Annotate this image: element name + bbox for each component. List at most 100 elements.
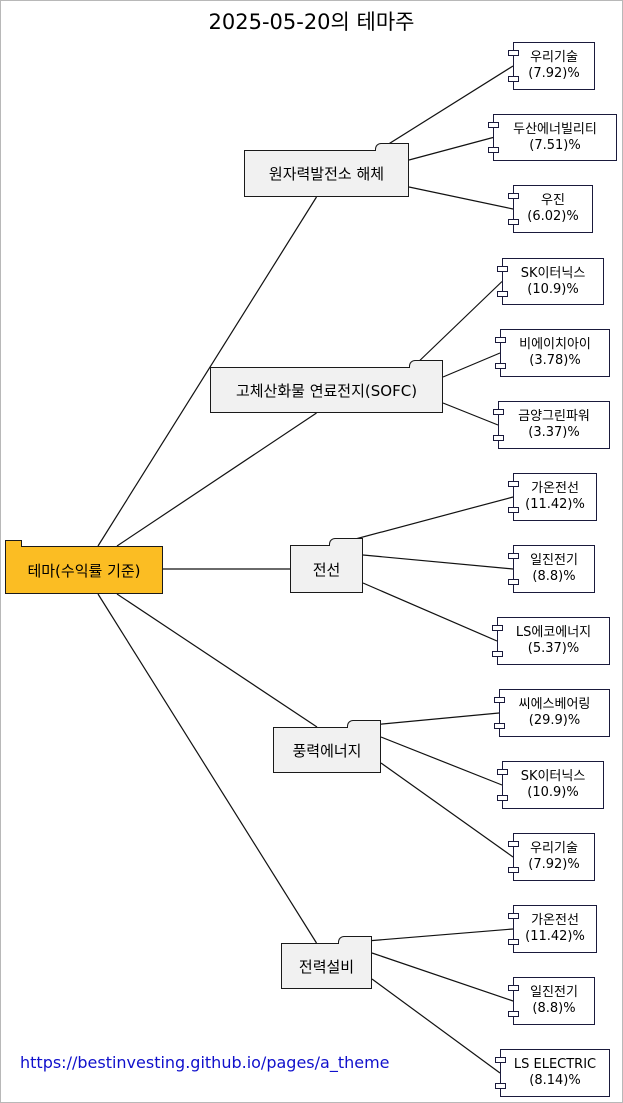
stock-node: 일진전기(8.8)% — [508, 977, 595, 1025]
stock-return: (7.51)% — [529, 137, 581, 153]
component-port-icon — [497, 266, 508, 272]
stock-return: (11.42)% — [525, 929, 585, 944]
edge-theme-to-stock — [371, 952, 514, 1002]
stock-node: SK이터닉스(10.9)% — [497, 258, 604, 305]
stock-node: 우진(6.02)% — [508, 185, 593, 233]
stock-return: (7.92)% — [528, 857, 580, 872]
component-port-icon — [488, 122, 499, 128]
edge-root-to-theme — [97, 593, 318, 944]
component-port-icon — [497, 291, 508, 297]
stock-return: (3.37)% — [528, 425, 580, 440]
theme-label: 전력설비 — [298, 957, 355, 976]
theme-label: 원자력발전소 해체 — [268, 165, 385, 183]
edge-theme-to-stock — [380, 762, 514, 858]
stock-return: (10.9)% — [527, 281, 579, 297]
stock-return: (10.9)% — [527, 785, 579, 800]
edge-theme-to-stock — [371, 978, 501, 1074]
stock-node: 일진전기(8.8)% — [508, 545, 595, 593]
theme-node: 고체산화물 연료전지(SOFC) — [210, 360, 443, 413]
stock-name: 가온전선 — [531, 481, 579, 496]
theme-node: 원자력발전소 해체 — [244, 143, 409, 197]
edge-theme-to-stock — [380, 736, 503, 786]
stock-node: 금양그린파워(3.37)% — [493, 401, 610, 449]
theme-label: 풍력에너지 — [292, 741, 362, 760]
component-port-icon — [508, 841, 519, 847]
stock-node: LS에코에너지(5.37)% — [492, 617, 610, 665]
stock-node: 씨에스베어링(29.9)% — [494, 689, 610, 737]
stock-return: (11.42)% — [525, 497, 585, 512]
stock-name: 금양그린파워 — [518, 409, 590, 424]
stock-return: (6.02)% — [527, 209, 579, 224]
edge-theme-to-stock — [362, 554, 514, 570]
stock-name: SK이터닉스 — [520, 769, 586, 784]
root-node: 테마(수익률 기준) — [5, 540, 163, 594]
component-port-icon — [508, 553, 519, 559]
folder-tab-icon — [338, 936, 372, 944]
theme-node: 전선 — [290, 538, 363, 593]
edge-theme-to-stock — [408, 186, 514, 210]
component-port-icon — [494, 697, 505, 703]
edge-root-to-theme — [116, 593, 318, 728]
footer-link[interactable]: https://bestinvesting.github.io/pages/a_… — [20, 1053, 390, 1072]
component-port-icon — [508, 50, 519, 56]
stock-name: 우리기술 — [530, 841, 578, 856]
stock-name: 가온전선 — [531, 913, 579, 928]
component-port-icon — [495, 337, 506, 343]
stock-node: 가온전선(11.42)% — [508, 473, 597, 521]
component-port-icon — [508, 219, 519, 225]
component-port-icon — [495, 1083, 506, 1089]
component-port-icon — [493, 435, 504, 441]
edge-theme-to-stock — [362, 582, 498, 642]
stock-name: LS ELECTRIC — [513, 1057, 597, 1072]
component-port-icon — [508, 579, 519, 585]
stock-name: SK이터닉스 — [520, 265, 586, 281]
folder-tab-icon — [5, 540, 22, 547]
page-title: 2025-05-20의 테마주 — [208, 10, 415, 34]
edge-root-to-theme — [97, 196, 318, 547]
stock-return: (8.14)% — [529, 1073, 581, 1088]
folder-tab-icon — [329, 538, 363, 546]
edge-theme-to-stock — [378, 65, 514, 151]
stock-name: 두산에너빌리티 — [513, 121, 597, 137]
component-port-icon — [508, 193, 519, 199]
edge-root-to-theme — [116, 412, 317, 547]
stock-return: (29.9)% — [528, 713, 581, 728]
stock-node: 가온전선(11.42)% — [508, 905, 597, 953]
component-port-icon — [508, 507, 519, 513]
root-label: 테마(수익률 기준) — [27, 561, 141, 580]
stock-return: (7.92)% — [528, 66, 580, 81]
component-port-icon — [508, 939, 519, 945]
component-port-icon — [494, 723, 505, 729]
component-port-icon — [492, 651, 503, 657]
edge-theme-to-stock — [332, 496, 514, 546]
folder-tab-icon — [409, 360, 443, 368]
component-port-icon — [497, 795, 508, 801]
component-port-icon — [508, 913, 519, 919]
stock-return: (3.78)% — [529, 353, 581, 368]
stock-node: 우리기술(7.92)% — [508, 833, 595, 881]
stock-name: 일진전기 — [530, 985, 578, 1000]
component-port-icon — [508, 76, 519, 82]
folder-tab-icon — [347, 720, 381, 728]
stock-name: LS에코에너지 — [515, 625, 592, 640]
stock-return: (5.37)% — [527, 641, 580, 656]
component-port-icon — [508, 867, 519, 873]
edge-theme-to-stock — [442, 352, 501, 378]
component-port-icon — [495, 1057, 506, 1063]
component-port-icon — [497, 769, 508, 775]
component-port-icon — [492, 625, 503, 631]
component-port-icon — [493, 409, 504, 415]
theme-node: 풍력에너지 — [273, 720, 381, 773]
stock-name: 우진 — [541, 193, 565, 208]
stock-return: (8.8)% — [532, 569, 576, 584]
stock-node: 두산에너빌리티(7.51)% — [488, 114, 617, 161]
component-port-icon — [495, 363, 506, 369]
stock-node: SK이터닉스(10.9)% — [497, 761, 604, 809]
component-port-icon — [508, 1011, 519, 1017]
component-port-icon — [508, 985, 519, 991]
edge-theme-to-stock — [442, 402, 499, 426]
edge-theme-to-stock — [408, 136, 494, 161]
stock-name: 씨에스베어링 — [518, 697, 591, 712]
component-port-icon — [508, 481, 519, 487]
